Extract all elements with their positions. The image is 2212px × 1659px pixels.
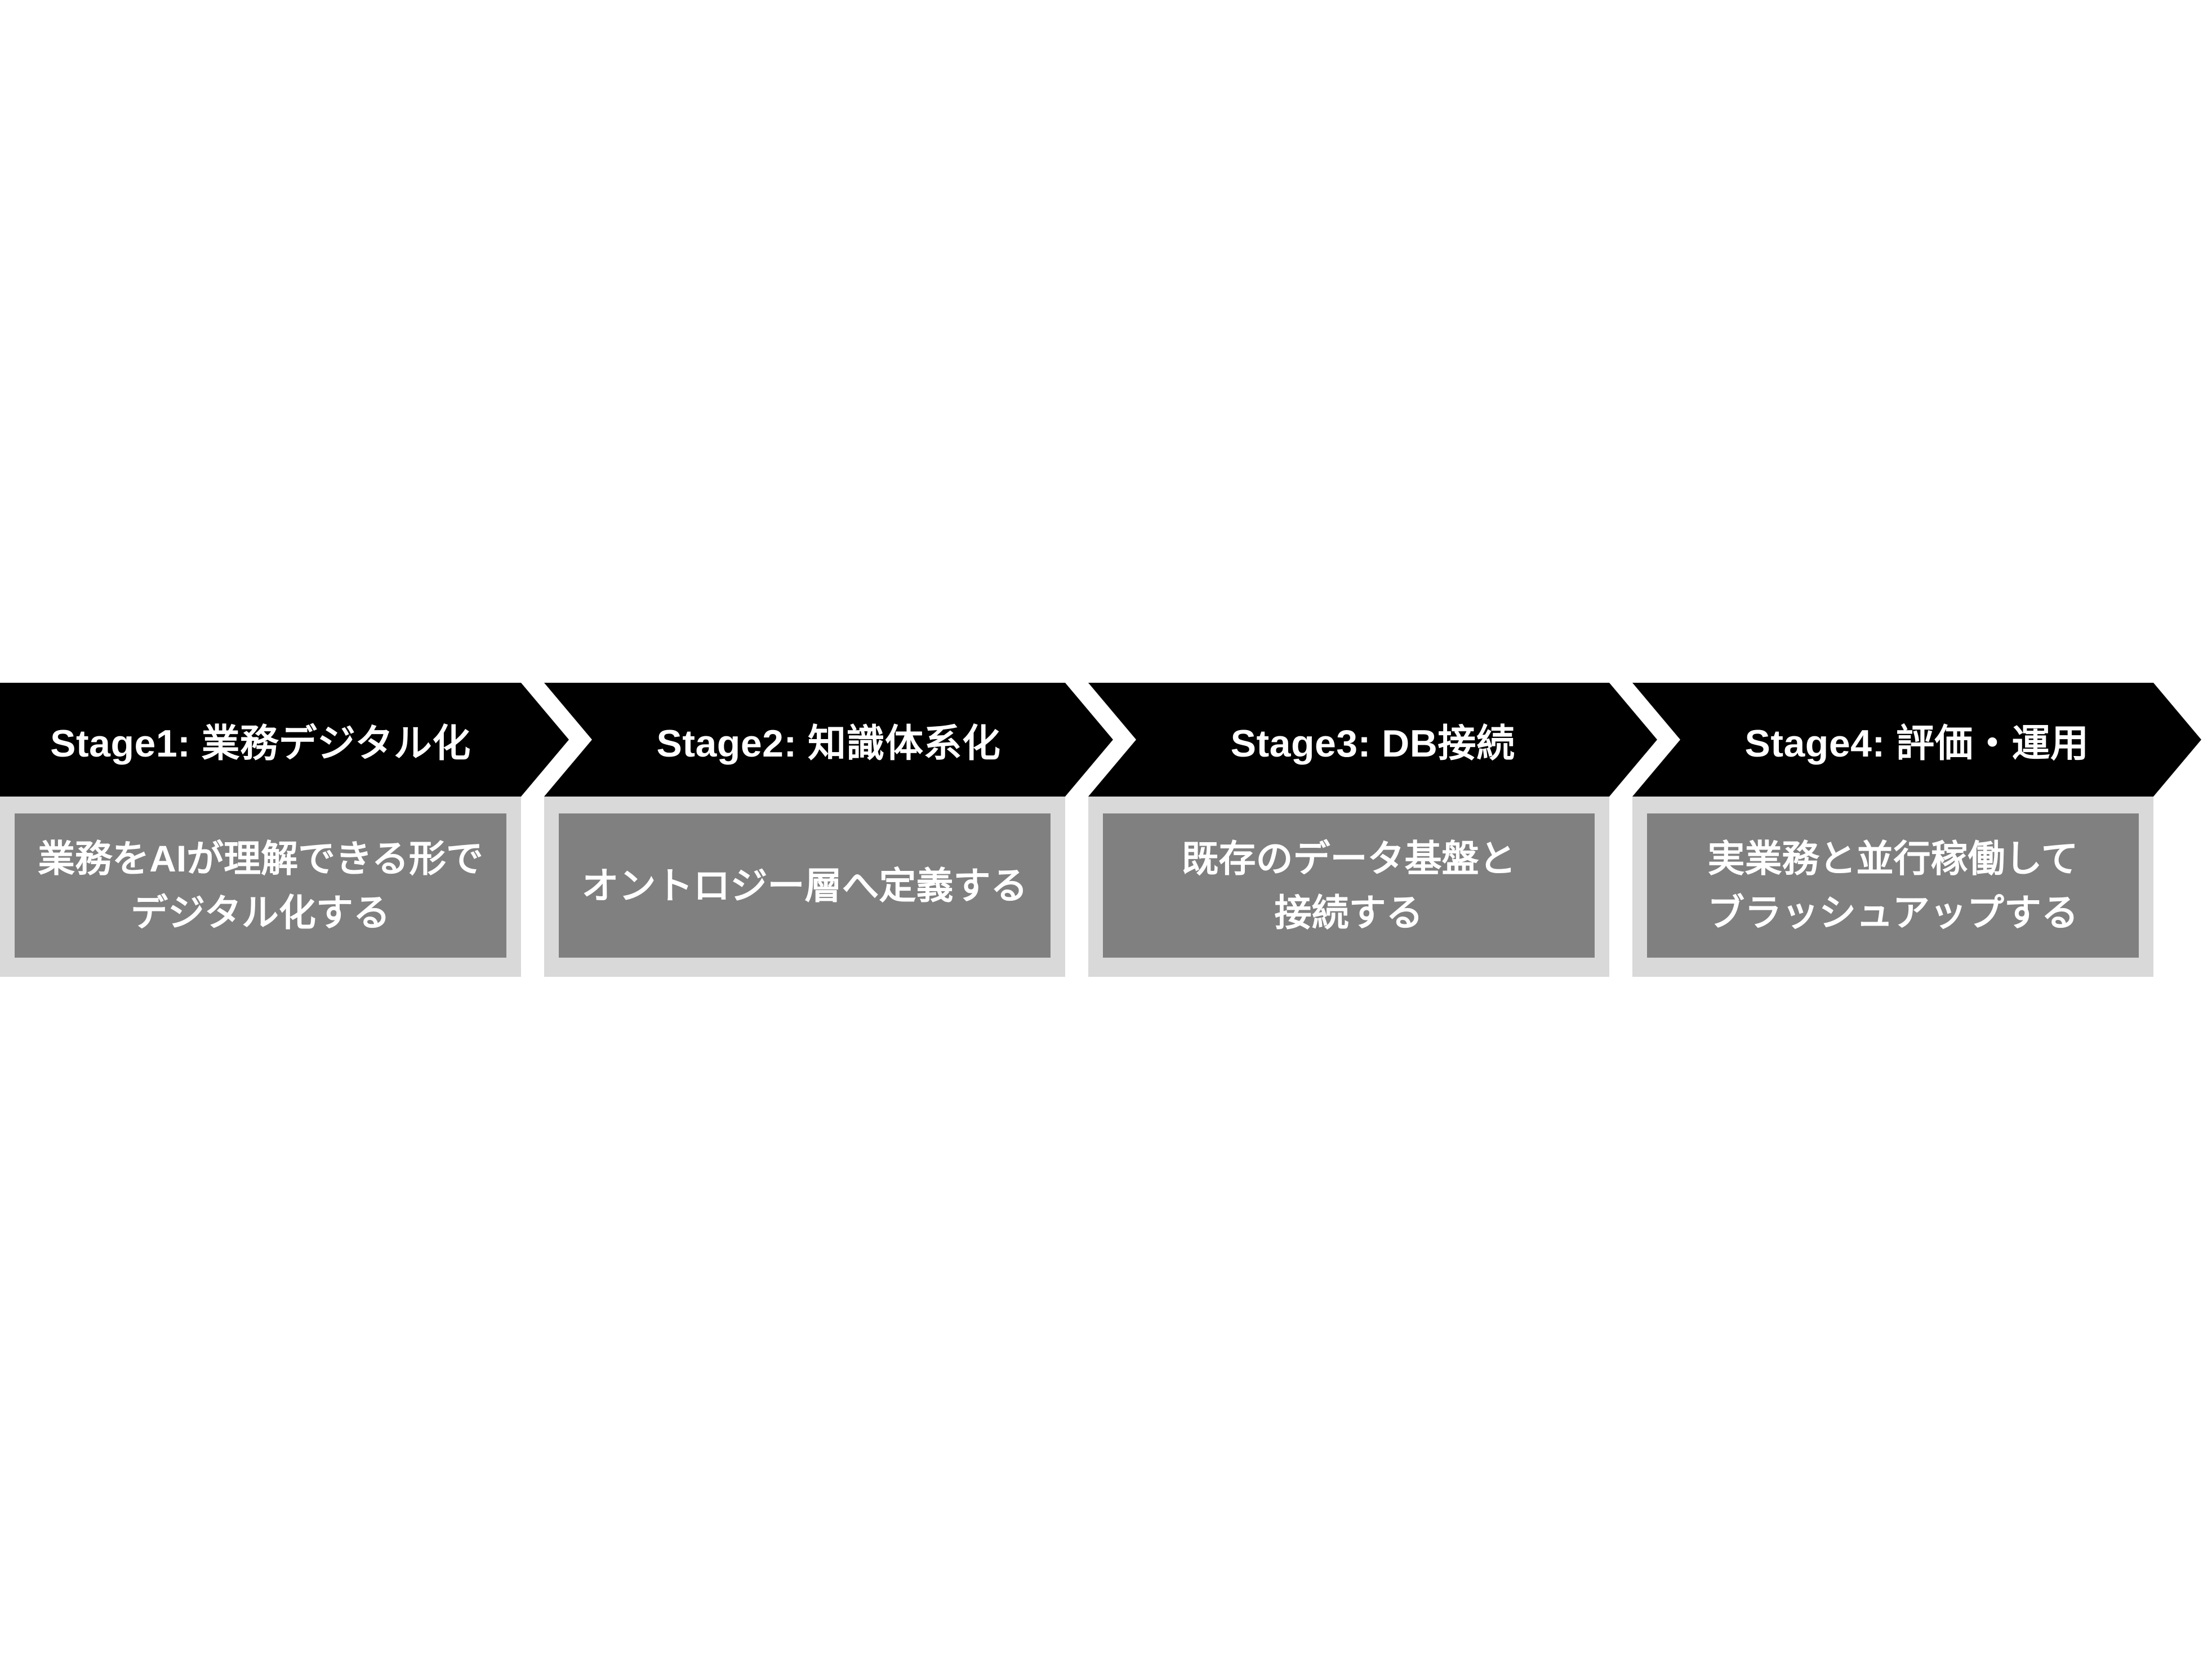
stage-4-title: Stage4: 評価・運用 [1744, 722, 2089, 765]
stage-4: Stage4: 評価・運用 実業務と並行稼働して ブラッシュアップする [1632, 683, 2201, 977]
stage-3-header: Stage3: DB接続 [1088, 683, 1657, 797]
stage-1-arrow-shape [0, 683, 569, 797]
stage-1-title: Stage1: 業務デジタル化 [50, 722, 471, 765]
stage-3-description: 既存のデータ基盤と 接続する [1103, 813, 1595, 958]
stage-3: Stage3: DB接続 既存のデータ基盤と 接続する [1088, 683, 1657, 977]
stage-4-body: 実業務と並行稼働して ブラッシュアップする [1632, 797, 2153, 977]
stage-2-chevron-shape [544, 683, 1113, 797]
stage-3-chevron-shape [1088, 683, 1657, 797]
stage-4-description: 実業務と並行稼働して ブラッシュアップする [1647, 813, 2139, 958]
stage-3-title: Stage3: DB接続 [1230, 722, 1515, 765]
stage-2-description: オントロジー層へ定義する [559, 813, 1051, 958]
stage-1-body: 業務をAIが理解できる形で デジタル化する [0, 797, 521, 977]
stage-2-body: オントロジー層へ定義する [544, 797, 1065, 977]
stage-2-header: Stage2: 知識体系化 [544, 683, 1113, 797]
stage-3-body: 既存のデータ基盤と 接続する [1088, 797, 1609, 977]
stage-4-chevron-shape [1632, 683, 2201, 797]
stage-1: Stage1: 業務デジタル化 業務をAIが理解できる形で デジタル化する [0, 683, 569, 977]
stage-1-description: 業務をAIが理解できる形で デジタル化する [15, 813, 506, 958]
stage-1-header: Stage1: 業務デジタル化 [0, 683, 569, 797]
stage-2-title: Stage2: 知識体系化 [656, 722, 1001, 765]
stage-4-header: Stage4: 評価・運用 [1632, 683, 2201, 797]
stage-2: Stage2: 知識体系化 オントロジー層へ定義する [544, 683, 1113, 977]
